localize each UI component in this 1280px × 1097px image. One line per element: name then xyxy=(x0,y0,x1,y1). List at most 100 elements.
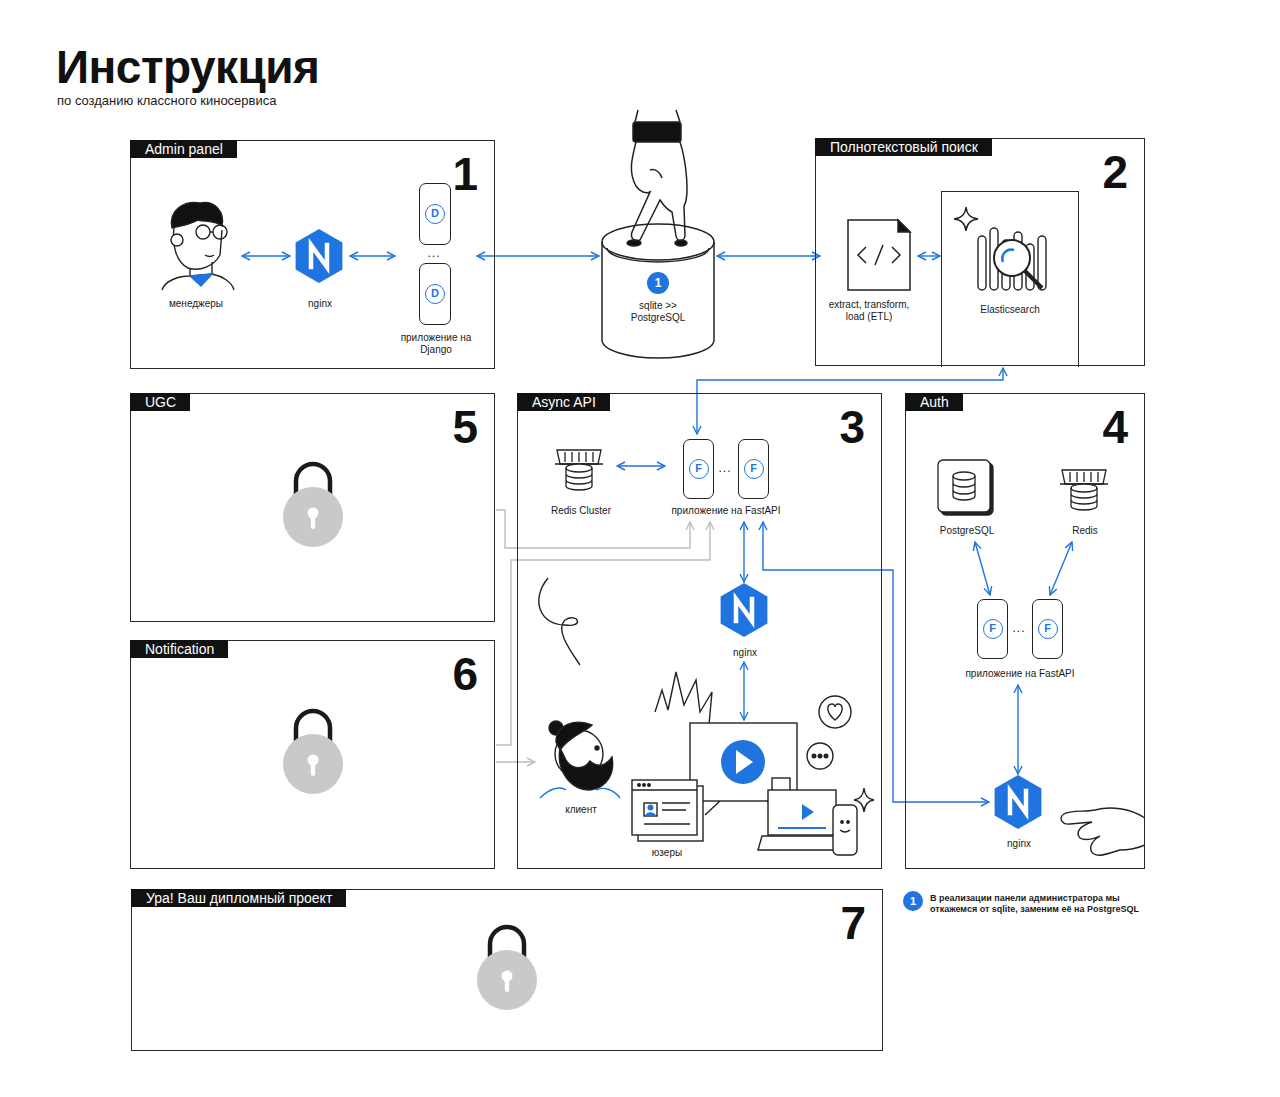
etl-file-icon xyxy=(898,220,910,232)
section-title: Notification xyxy=(130,640,228,658)
connector xyxy=(496,522,710,745)
devices-illustration xyxy=(819,696,851,728)
devices-illustration xyxy=(841,821,843,823)
etl-file-icon xyxy=(858,245,900,265)
nginx-logo xyxy=(995,775,1042,829)
connector xyxy=(617,465,665,466)
db-hand xyxy=(650,169,662,178)
section-panel: Notification6 xyxy=(130,640,495,869)
node-label: приложение на Django xyxy=(396,332,476,355)
cylinder-outline xyxy=(602,340,714,358)
connector xyxy=(242,255,290,256)
elasticsearch-icon xyxy=(994,240,1030,276)
redis-icon xyxy=(555,450,603,490)
devices-illustration xyxy=(643,784,646,787)
ellipsis: ... xyxy=(1012,622,1025,634)
elasticsearch-icon xyxy=(978,236,986,290)
db-hand xyxy=(635,110,680,122)
footnote-text: В реализации панели администратора мы от… xyxy=(930,893,1152,916)
devices-illustration xyxy=(818,754,822,758)
devices-illustration xyxy=(840,830,850,832)
service-icon: PostgreSQL xyxy=(929,456,1005,541)
devices-illustration xyxy=(847,821,849,823)
section-title: Auth xyxy=(905,393,963,411)
connector xyxy=(717,255,820,256)
elasticsearch-icon xyxy=(1002,250,1014,262)
section-panel: Полнотекстовый поиск2extract, transform,… xyxy=(815,138,1145,366)
connector xyxy=(743,662,744,720)
service-icon: юзеры xyxy=(626,721,866,861)
search-box: Elasticsearch xyxy=(941,191,1079,367)
manager-figure xyxy=(190,274,212,286)
page-caption: по созданию классного киносервиса xyxy=(57,94,276,108)
devices-illustration xyxy=(638,784,641,787)
nginx-logo xyxy=(721,583,768,637)
devices-illustration xyxy=(644,803,690,824)
devices-illustration xyxy=(807,743,833,769)
postgres-icon xyxy=(953,476,975,500)
section-title: Admin panel xyxy=(130,140,237,158)
node-label: Redis Cluster xyxy=(546,505,616,517)
cylinder-outline xyxy=(602,224,714,260)
devices-illustration xyxy=(802,804,814,820)
elasticsearch-icon xyxy=(1025,271,1042,288)
cylinder-outline xyxy=(713,242,715,340)
connectors xyxy=(242,256,1072,802)
devices-illustration xyxy=(833,805,857,855)
section-number: 2 xyxy=(1102,149,1128,195)
devices-illustration xyxy=(690,723,797,801)
cylinder-outline xyxy=(607,248,709,262)
section-panel: Ура! Ваш дипломный проект 7 xyxy=(131,889,883,1051)
section-number: 3 xyxy=(839,404,865,450)
section-number: 1 xyxy=(452,151,478,197)
client-figure xyxy=(595,746,599,750)
lock-icon xyxy=(283,464,343,547)
devices-illustration xyxy=(645,812,656,816)
redis-icon xyxy=(1060,470,1108,510)
connector xyxy=(477,255,599,256)
app-instance: F xyxy=(738,439,769,499)
service-icon: менеджеры xyxy=(151,201,241,313)
pointing-hand xyxy=(1061,808,1145,855)
node-label: PostgreSQL xyxy=(929,525,1005,537)
manager-figure xyxy=(174,228,222,269)
node-label: клиент xyxy=(536,804,626,816)
manager-figure xyxy=(162,202,234,290)
devices-illustration xyxy=(632,780,697,835)
manager-figure xyxy=(210,231,213,232)
etl-file-icon xyxy=(848,220,910,290)
section-number: 7 xyxy=(840,900,866,946)
postgres-icon xyxy=(938,460,990,512)
postgres-icon xyxy=(953,472,975,480)
manager-figure xyxy=(205,255,214,257)
client-figure xyxy=(540,788,620,798)
node-label: Redis xyxy=(1048,525,1122,537)
devices-illustration xyxy=(721,740,765,784)
manager-figure xyxy=(162,274,234,290)
section-panel: UGC5 xyxy=(130,393,495,622)
manager-figure xyxy=(196,225,210,239)
instance-letter: F xyxy=(1038,619,1058,639)
service-icon: Redis xyxy=(1048,456,1122,541)
section-title: Полнотекстовый поиск xyxy=(815,138,992,156)
devices-illustration xyxy=(648,805,654,811)
devices-illustration xyxy=(632,696,874,855)
app-instances: приложение на FastAPIFF xyxy=(666,435,786,521)
ellipsis: ... xyxy=(718,462,731,474)
section-number: 5 xyxy=(452,404,478,450)
instance-letter: F xyxy=(983,619,1003,639)
instance-letter: D xyxy=(425,284,445,304)
app-instance: F xyxy=(977,599,1008,659)
node-label: nginx xyxy=(716,647,774,659)
section-title: Ура! Ваш дипломный проект xyxy=(131,889,346,907)
connector xyxy=(1017,685,1018,774)
db-hand xyxy=(627,240,641,246)
etl-file-icon xyxy=(848,220,910,290)
app-instances: приложение на FastAPIFF xyxy=(959,596,1081,684)
service-icon: nginx xyxy=(990,775,1048,855)
node-label: nginx xyxy=(990,838,1048,850)
instance-letter: D xyxy=(425,204,445,224)
connector xyxy=(350,255,395,256)
